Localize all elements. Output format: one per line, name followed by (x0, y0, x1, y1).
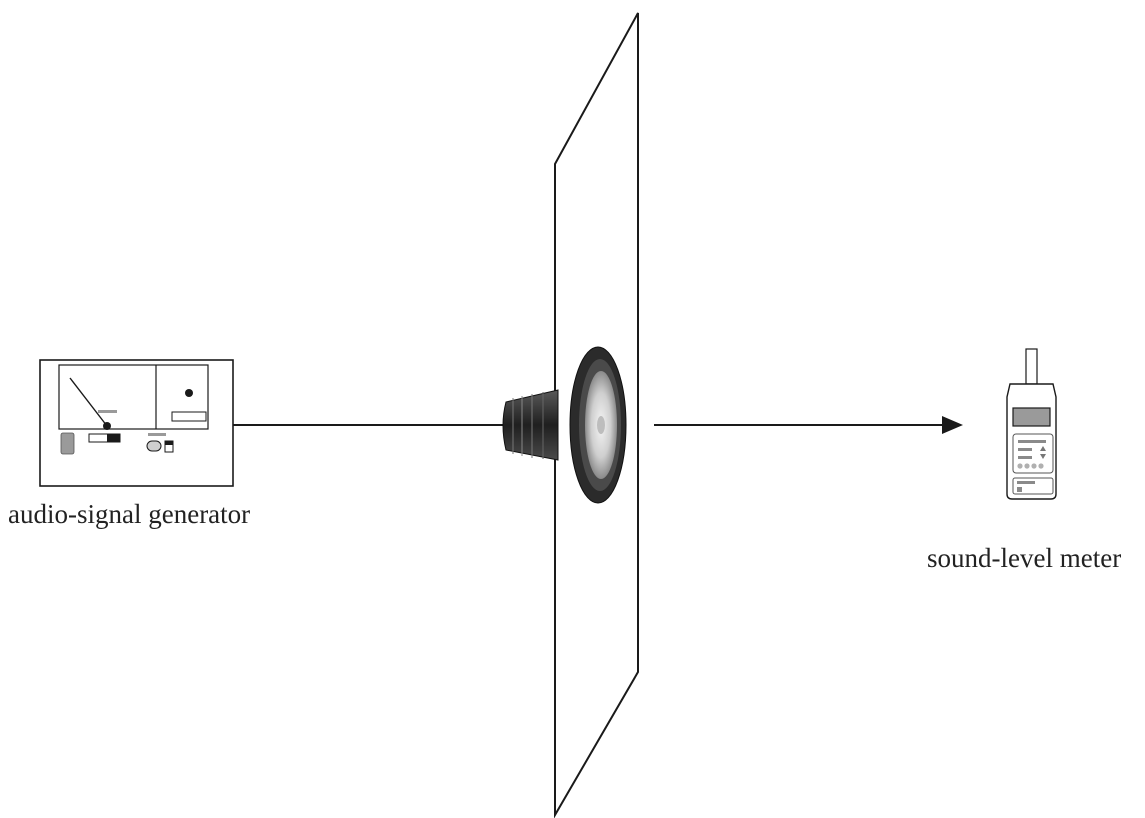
arrowhead-icon (942, 416, 963, 434)
meter-label: sound-level meter (927, 543, 1122, 573)
loudspeaker-icon (502, 346, 627, 504)
sound-level-meter-icon (1006, 348, 1057, 500)
audio-signal-generator-icon (39, 359, 234, 487)
generator-label: audio-signal generator (8, 499, 251, 529)
